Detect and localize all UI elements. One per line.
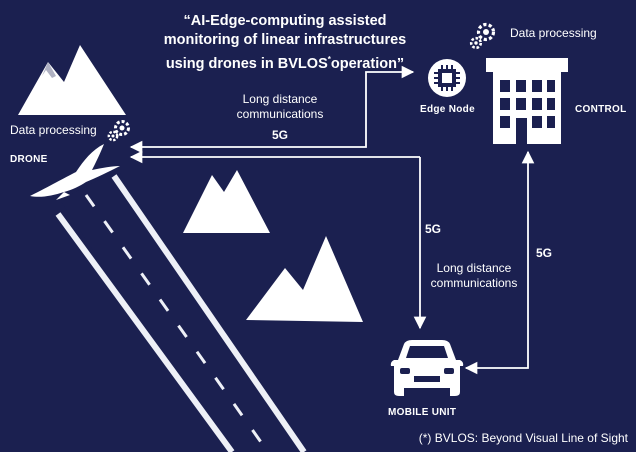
title-line-1: “AI-Edge-computing assisted (183, 13, 387, 29)
link-drone-mobile-5g: 5G (425, 222, 442, 236)
link-drone-mobile-line2: communications (430, 276, 518, 290)
link-drone-mobile (129, 150, 427, 330)
mountain-top-left-icon (18, 45, 126, 115)
drone-label: DRONE (10, 154, 48, 165)
link-drone-edge-5g: 5G (271, 128, 288, 142)
title-line-2: monitoring of linear infrastructures (163, 32, 407, 48)
road-center-dashes (84, 194, 270, 452)
mountain-bottom-icon (246, 236, 363, 322)
drone-processing-label: Data processing (10, 123, 97, 137)
control-label: CONTROL (575, 104, 627, 115)
drone-icon (30, 144, 120, 200)
title-line-3-post: operation” (330, 55, 405, 72)
link-drone-edge (129, 65, 415, 154)
diagram-title: “AI-Edge-computing assisted monitoring o… (120, 12, 450, 74)
link-drone-mobile-text: Long distance communications (419, 261, 529, 291)
gear-icon-drone (107, 120, 130, 142)
link-mobile-control-5g: 5G (536, 246, 553, 260)
mobile-unit-label: MOBILE UNIT (388, 407, 457, 418)
mountain-middle-icon (183, 170, 270, 233)
footnote: (*) BVLOS: Beyond Visual Line of Sight (418, 431, 628, 445)
link-mobile-control (464, 150, 535, 375)
road (55, 170, 307, 452)
link-drone-mobile-line1: Long distance (436, 261, 512, 275)
link-drone-edge-text: Long distance communications (225, 92, 335, 122)
gear-icon-control (469, 22, 496, 50)
car-icon (390, 340, 464, 396)
title-line-3-pre: using drones in BVLOS (165, 55, 328, 72)
title-footnote-mark: * (327, 55, 331, 64)
link-drone-edge-line1: Long distance (242, 92, 318, 106)
building-windows (500, 80, 555, 144)
link-drone-edge-line2: communications (236, 107, 324, 121)
edge-node-label: Edge Node (420, 104, 475, 115)
control-building-icon (486, 58, 568, 144)
edge-node-chip-icon (428, 59, 466, 97)
control-processing-label: Data processing (510, 26, 597, 40)
